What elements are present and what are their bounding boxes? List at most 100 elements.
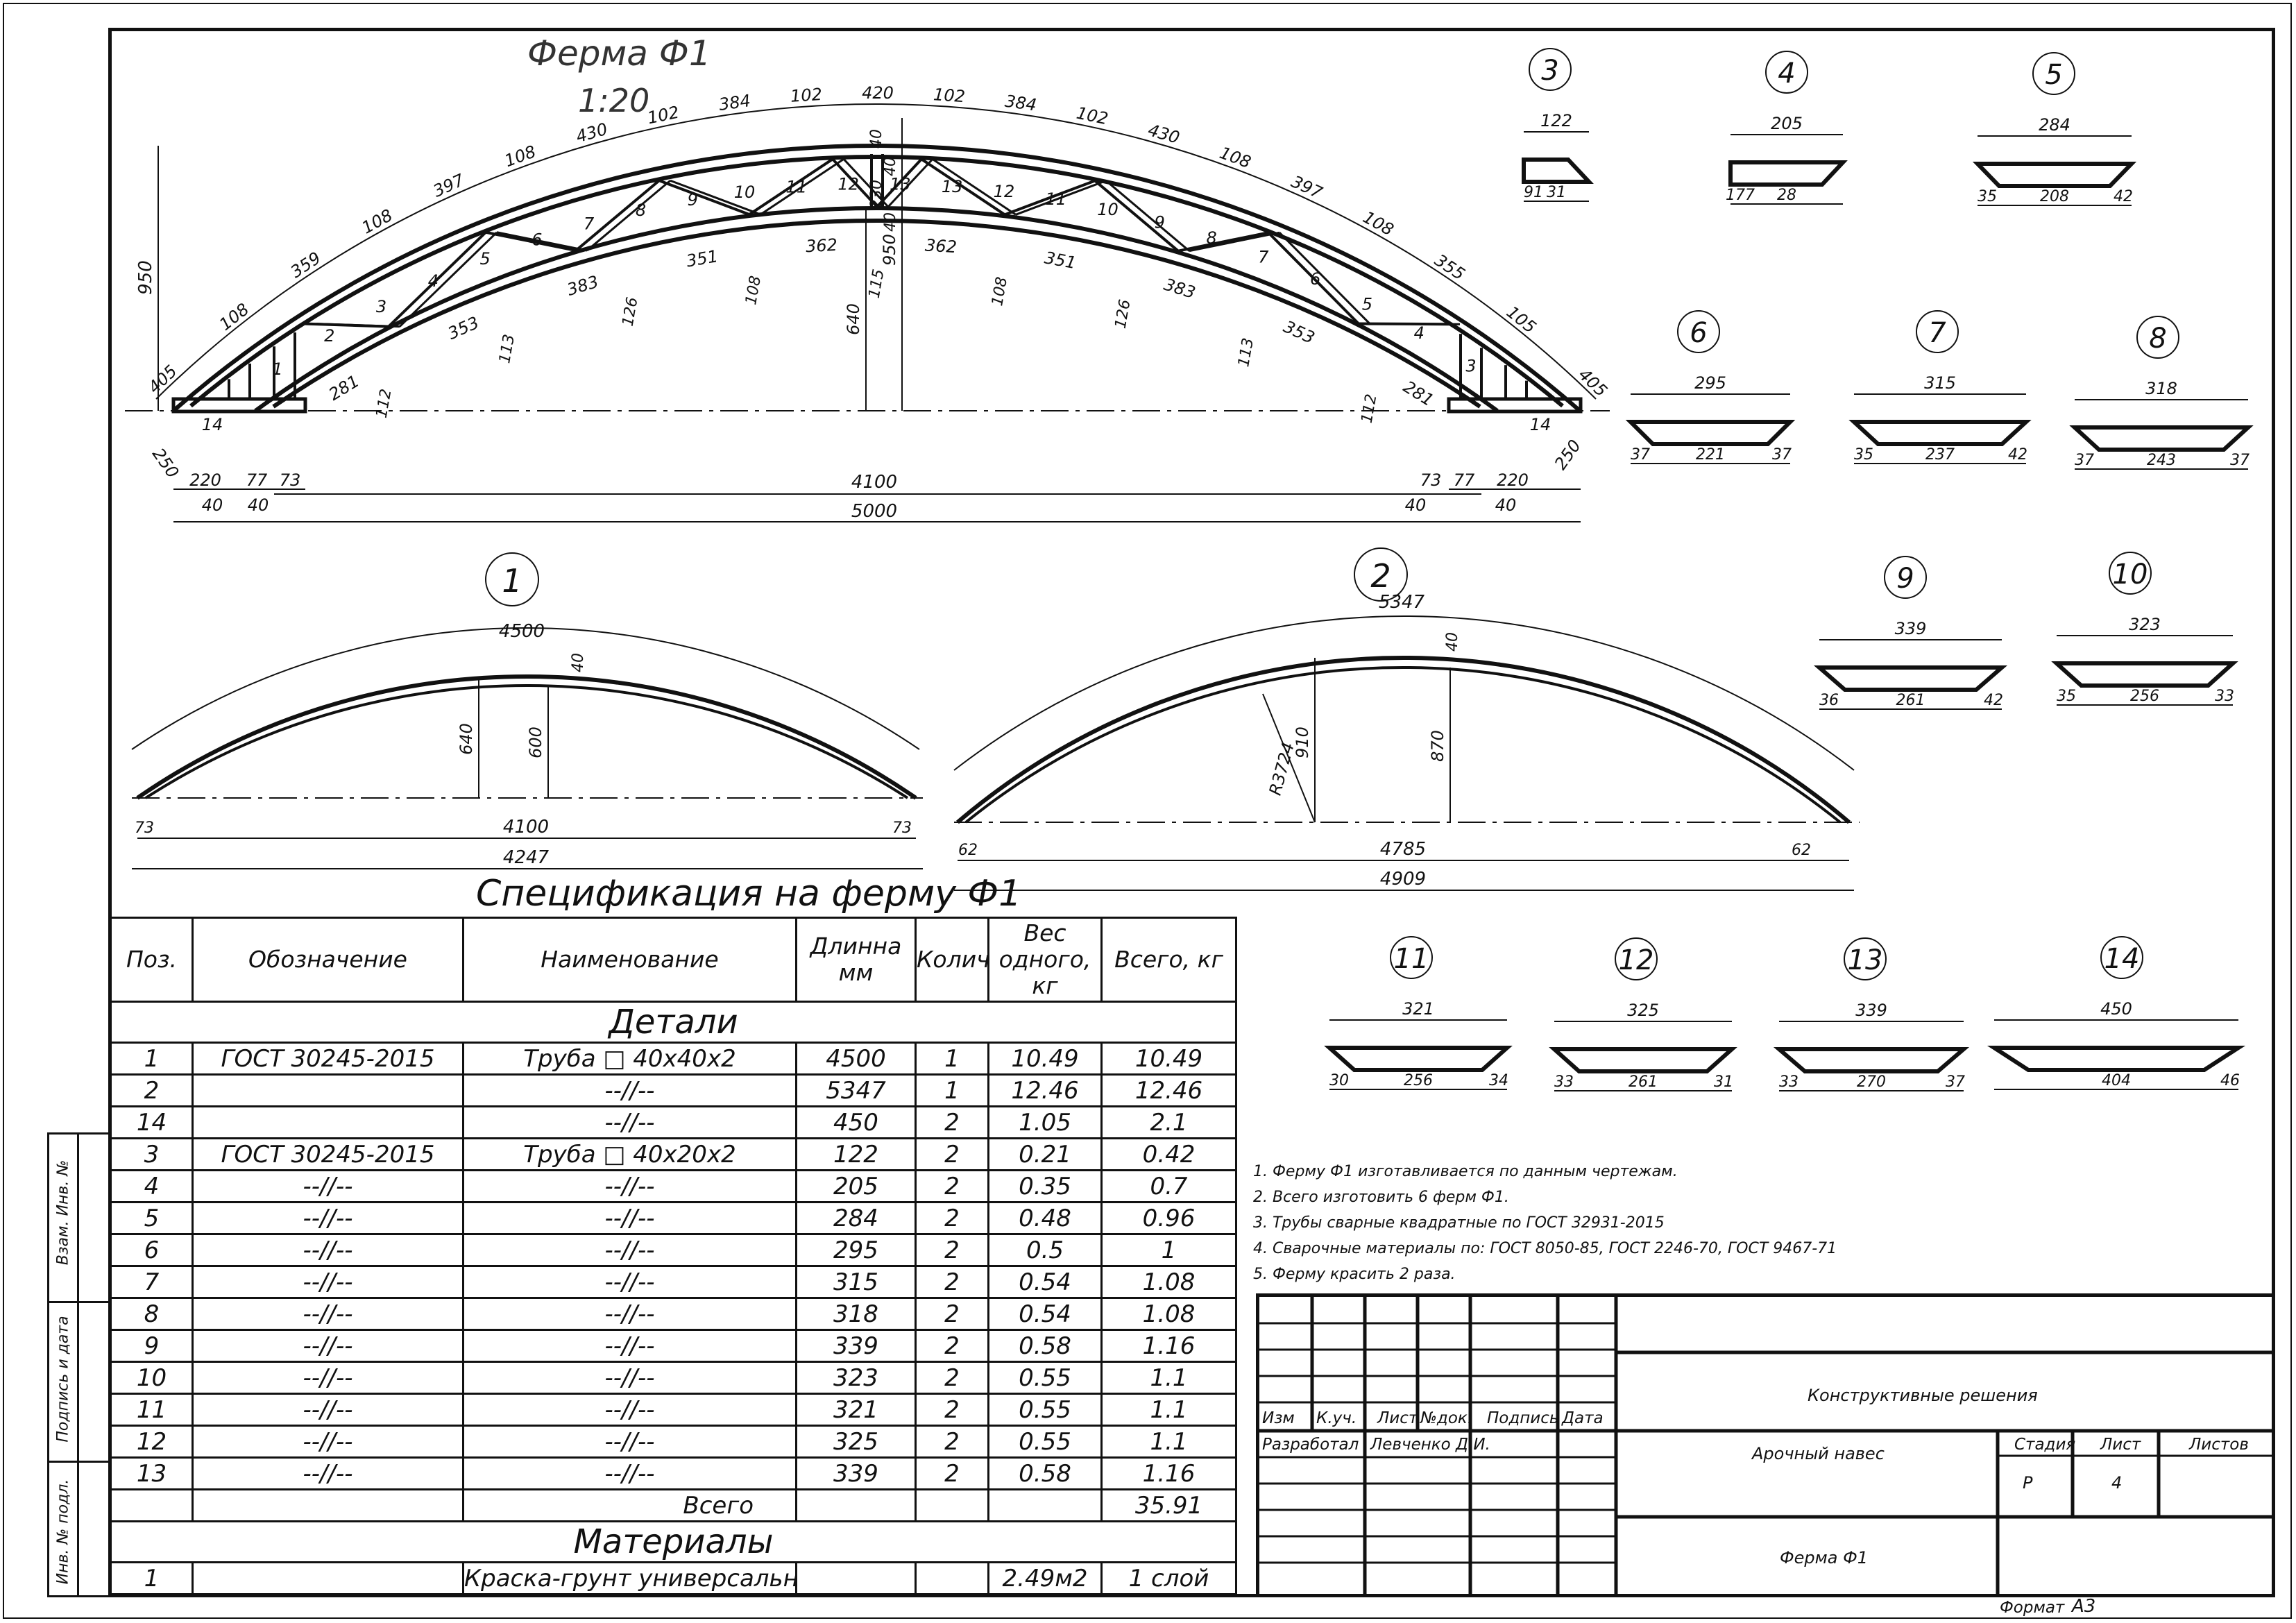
web-member (1105, 180, 1190, 252)
table-cell: 0.54 (987, 1265, 1103, 1299)
note-line: 3. Трубы сварные квадратные по ГОСТ 3293… (1253, 1214, 1665, 1232)
dimension-label: 205 (1771, 114, 1803, 133)
title-col-kuch: К.уч. (1316, 1409, 1357, 1427)
dimension-label: 4247 (503, 847, 550, 868)
dimension-label: 250 (148, 445, 182, 482)
dimension-label: 177 (1726, 187, 1755, 204)
web-member (1015, 180, 1107, 216)
web-member (1189, 231, 1280, 253)
web-member (575, 179, 661, 252)
dimension-label: 73 (135, 819, 154, 837)
dimension-label: 397 (430, 170, 468, 201)
dimension-label: 404 (2102, 1072, 2131, 1089)
dimension-label: 5347 (1379, 592, 1425, 613)
position-number: 13 (942, 177, 963, 196)
detail-number: 13 (1848, 944, 1883, 976)
member-outline (2069, 425, 2254, 452)
dimension-label: 600 (526, 726, 545, 758)
table-cell: 1 (915, 1042, 989, 1076)
dimension-label: 40 (570, 653, 587, 672)
dimension-label: 430 (574, 119, 610, 146)
specification-table: Поз. Обозначение Наименование Длинна мм … (110, 917, 1237, 1595)
table-cell: 0.58 (987, 1329, 1103, 1363)
table-cell: --//-- (192, 1201, 464, 1235)
table-cell: 12 (110, 1425, 194, 1459)
table-cell: 1 (915, 1073, 989, 1107)
table-cell: 8 (110, 1297, 194, 1331)
table-cell: --//-- (462, 1233, 797, 1267)
table-cell: 0.48 (987, 1201, 1103, 1235)
spec-header-row: Поз. Обозначение Наименование Длинна мм … (110, 917, 1237, 1003)
table-cell: 284 (795, 1201, 917, 1235)
web-member (1177, 231, 1269, 253)
table-cell: 9 (110, 1329, 194, 1363)
dimension-arc (155, 103, 1597, 400)
table-cell: Труба □ 40х20х2 (462, 1137, 797, 1171)
table-cell: 7 (110, 1265, 194, 1299)
dimension-label: 339 (1855, 1001, 1887, 1020)
dimension-label: 261 (1896, 692, 1925, 709)
detail-callout-circle (485, 552, 539, 606)
truss-chord (272, 219, 1481, 409)
truss-scale: 1:20 (578, 82, 650, 119)
dimension-label: 37 (1631, 446, 1650, 464)
table-cell: 1.1 (1100, 1393, 1237, 1427)
dimension-label: 353 (1281, 317, 1318, 348)
table-cell: 339 (795, 1456, 917, 1490)
detail-number: 1 (502, 562, 522, 600)
dimension-label: 315 (1924, 373, 1956, 393)
table-cell: 2 (915, 1456, 989, 1490)
table-cell: 5347 (795, 1073, 917, 1107)
web-member (1094, 179, 1180, 253)
dimension-label: 40 (1444, 632, 1461, 652)
table-cell: 0.35 (987, 1169, 1103, 1203)
table-cell: 1.16 (1100, 1329, 1237, 1363)
dimension-label: 281 (1400, 377, 1437, 410)
table-cell (192, 1073, 464, 1107)
detail-callout-circle (1844, 937, 1887, 980)
dimension-label: 108 (742, 275, 765, 307)
table-cell: 0.21 (987, 1137, 1103, 1171)
member-outline (1773, 1047, 1970, 1073)
table-cell: 0.54 (987, 1297, 1103, 1331)
table-cell: --//-- (192, 1169, 464, 1203)
dimension-label: 33 (2215, 688, 2234, 705)
dimension-label: 230 (868, 180, 885, 209)
position-number: 10 (734, 182, 756, 202)
web-member (496, 231, 588, 252)
table-cell: 323 (795, 1361, 917, 1395)
web-member (760, 158, 844, 216)
dimension-label: 870 (1428, 730, 1447, 762)
spec-section-materials: Материалы (110, 1520, 1237, 1563)
position-number: 14 (1530, 415, 1551, 434)
dimension-label: 113 (496, 333, 518, 365)
dimension-label: 4100 (851, 472, 897, 493)
dimension-label: 112 (1359, 393, 1381, 425)
dimension-label: 405 (144, 362, 181, 398)
table-cell: 321 (795, 1393, 917, 1427)
side-stamp-divider (49, 1461, 109, 1463)
dimension-label: 383 (565, 272, 601, 300)
dimension-label: 640 (457, 723, 476, 755)
table-cell: 2 (110, 1073, 194, 1107)
dimension-label: 430 (1146, 120, 1182, 148)
table-cell: Краска-грунт универсальная (462, 1561, 797, 1595)
dimension-label: 73 (280, 470, 301, 490)
table-cell: 1.08 (1100, 1297, 1237, 1331)
table-cell: --//-- (462, 1073, 797, 1107)
dimension-label: 950 (880, 234, 899, 266)
member-outline (2051, 661, 2238, 688)
table-cell: 2 (915, 1425, 989, 1459)
detail-callout-circle (1916, 310, 1959, 353)
table-cell: 5 (110, 1201, 194, 1235)
table-cell (795, 1488, 917, 1522)
side-stamp-label: Подпись и дата (54, 1316, 72, 1443)
web-member (658, 179, 750, 216)
dimension-label: 35 (1854, 446, 1873, 464)
